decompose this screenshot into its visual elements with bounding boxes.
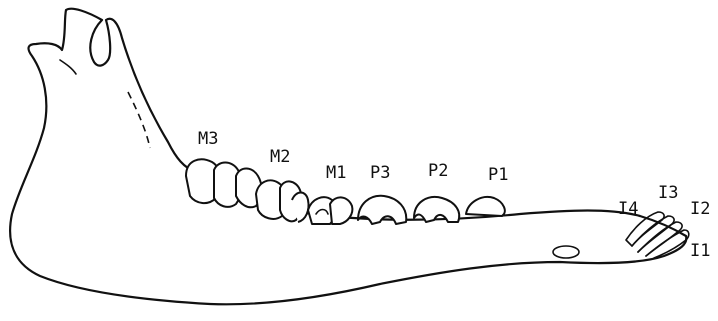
notch-detail [60,60,76,74]
premolar-p2 [414,197,459,222]
label-i3: I3 [658,183,678,203]
mental-foramen [553,246,579,258]
premolar-p1 [466,197,505,216]
mandible-outline [10,9,686,305]
label-m3: M3 [198,129,218,149]
label-m1: M1 [326,163,346,183]
label-i4: I4 [618,199,638,219]
molar-m3 [186,159,262,207]
label-m2: M2 [270,147,290,167]
label-i2: I2 [690,199,710,219]
molar-m2 [256,180,309,222]
label-p2: P2 [428,161,448,181]
label-p3: P3 [370,163,390,183]
molar-m1 [308,197,352,224]
label-p1: P1 [488,165,508,185]
label-i1: I1 [690,241,710,261]
